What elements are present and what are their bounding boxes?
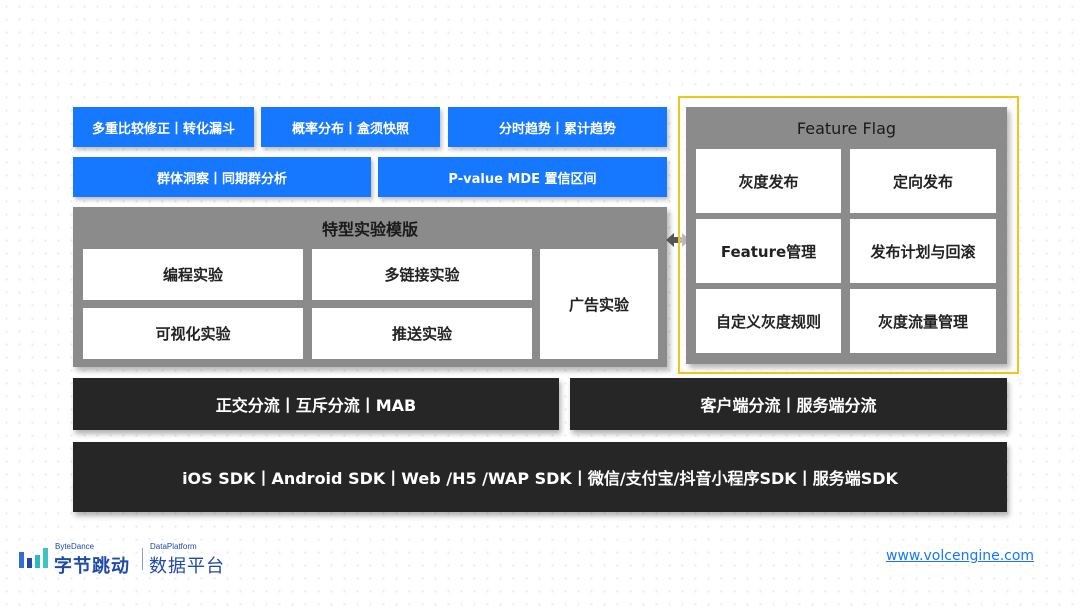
cell-multilink-experiment: 多链接实验	[312, 249, 532, 300]
bytedance-en-label: ByteDance	[55, 542, 95, 551]
dataplatform-en-label: DataPlatform	[150, 542, 197, 551]
tag-pvalue-mde: P-value MDE 置信区间	[378, 157, 667, 197]
template-panel-title: 特型实验模版	[321, 220, 418, 239]
tag-time-trend: 分时趋势丨累计趋势	[448, 107, 667, 147]
cell-programming-experiment: 编程实验	[83, 249, 303, 300]
tag-correction-funnel: 多重比较修正丨转化漏斗	[73, 107, 254, 147]
cell-visual-experiment: 可视化实验	[83, 308, 303, 359]
feature-flag-title: Feature Flag	[796, 118, 897, 138]
logo-divider	[142, 548, 143, 570]
cell-release-plan-rollback: 发布计划与回滚	[850, 219, 996, 283]
bytedance-logo-icon	[19, 548, 48, 568]
bytedance-dataplatform-logo: ByteDance 字节跳动 DataPlatform 数据平台	[19, 538, 259, 578]
cell-feature-management: Feature管理	[696, 219, 841, 283]
traffic-split-left: 正交分流丨互斥分流丨MAB	[73, 378, 559, 430]
bytedance-cn-label: 字节跳动	[54, 556, 130, 577]
cell-gray-traffic-management: 灰度流量管理	[850, 289, 996, 353]
website-link[interactable]: www.volcengine.com	[886, 548, 1035, 564]
cell-push-experiment: 推送实验	[312, 308, 532, 359]
cell-targeted-release: 定向发布	[850, 149, 996, 213]
template-panel: 特型实验模版 编程实验 多链接实验 可视化实验 推送实验 广告实验	[73, 207, 667, 367]
cell-ad-experiment: 广告实验	[540, 249, 658, 359]
tag-cohort-analysis: 群体洞察丨同期群分析	[73, 157, 371, 197]
dataplatform-cn-label: 数据平台	[149, 556, 225, 577]
cell-custom-gray-rules: 自定义灰度规则	[696, 289, 841, 353]
traffic-split-right: 客户端分流丨服务端分流	[570, 378, 1007, 430]
feature-flag-panel: Feature Flag 灰度发布 定向发布 Feature管理 发布计划与回滚…	[686, 107, 1007, 364]
sdk-bar: iOS SDK丨Android SDK丨Web /H5 /WAP SDK丨微信/…	[73, 442, 1007, 512]
cell-gray-release: 灰度发布	[696, 149, 841, 213]
tag-probability-boxplot: 概率分布丨盒须快照	[261, 107, 440, 147]
